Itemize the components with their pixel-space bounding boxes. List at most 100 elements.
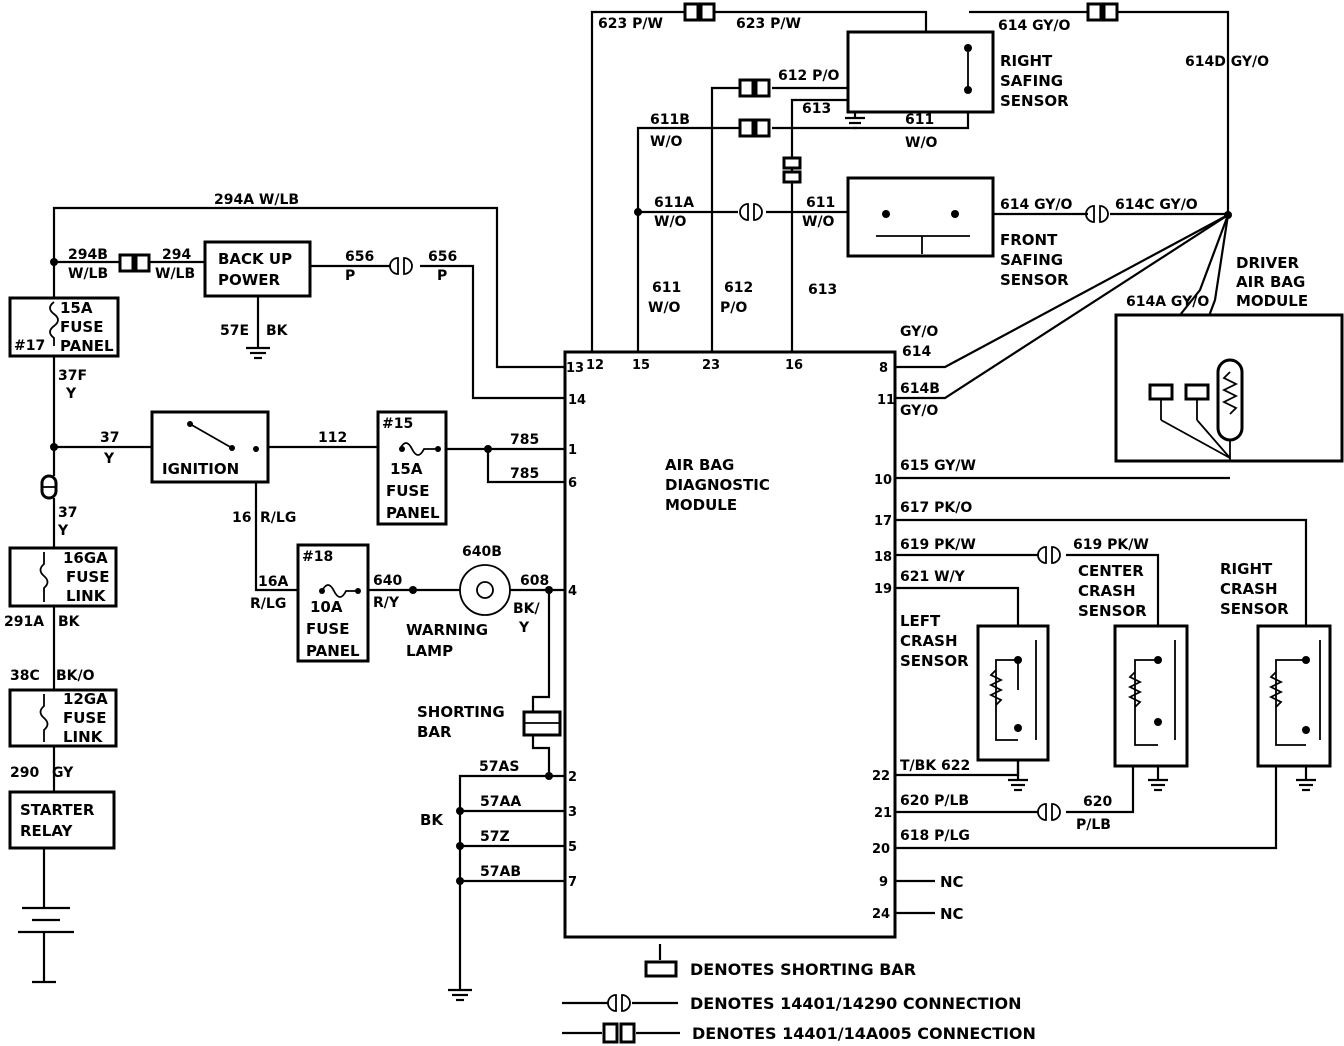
left-crash-sensor: LEFT CRASH SENSOR: [900, 612, 1050, 762]
wire-290-color: GY: [52, 765, 74, 781]
wire-16: 16: [232, 510, 251, 526]
wire-656a: 656: [345, 249, 374, 265]
fuse18-label-3: PANEL: [306, 642, 360, 660]
wire-611-top-color: W/O: [905, 135, 938, 151]
pin-20: 20: [872, 842, 890, 857]
module-label-2: DIAGNOSTIC: [665, 476, 770, 494]
link16-label-2: FUSE: [66, 568, 109, 586]
right-crash-label-1: RIGHT: [1220, 560, 1273, 578]
wire-614-top: 614 GY/O: [998, 18, 1071, 34]
pin-4: 4: [568, 584, 577, 599]
fuse18-number: #18: [302, 549, 333, 565]
right-safing-label-3: SENSOR: [1000, 92, 1069, 110]
wire-294a: 294A W/LB: [214, 192, 299, 208]
wire-619b: 619 PK/W: [1073, 537, 1149, 553]
link12-label-1: 12GA: [63, 690, 108, 708]
wire-608-color-2: Y: [518, 620, 530, 636]
wire-656b-color: P: [437, 268, 447, 284]
pin-15: 15: [632, 358, 650, 373]
wire-619a: 619 PK/W: [900, 537, 976, 553]
center-crash-label-3: SENSOR: [1078, 602, 1147, 620]
driver-module-label-2: AIR BAG: [1236, 273, 1305, 291]
connectors-14a005: [118, 2, 1119, 273]
wire-622: T/BK 622: [900, 758, 970, 774]
wire-294b-color: W/LB: [68, 266, 108, 282]
right-crash-label-3: SENSOR: [1220, 600, 1289, 618]
front-safing-sensor: FRONT SAFING SENSOR: [846, 176, 1069, 289]
wire-611a-color: W/O: [654, 214, 687, 230]
pin-14: 14: [568, 393, 586, 408]
wire-611-mid-color: W/O: [802, 214, 835, 230]
wire-614b-color: GY/O: [900, 403, 938, 419]
module-label-3: MODULE: [665, 496, 737, 514]
link12-label-2: FUSE: [63, 709, 106, 727]
wire-38c: 38C: [10, 668, 40, 684]
airbag-diagnostic-module: AIR BAG DIAGNOSTIC MODULE: [563, 350, 897, 939]
legend-shorting-bar-icon: [644, 944, 678, 978]
wire-614b: 614B: [900, 381, 940, 397]
pin-2: 2: [568, 770, 577, 785]
front-safing-label-2: SAFING: [1000, 251, 1063, 269]
driver-airbag-module: DRIVER AIR BAG MODULE: [1114, 254, 1344, 463]
wire-57ab: 57AB: [480, 864, 521, 880]
nc-label-24: NC: [940, 905, 964, 923]
center-crash-label-2: CRASH: [1078, 582, 1136, 600]
link16-label-3: LINK: [66, 587, 107, 605]
wire-291a: 291A: [4, 614, 44, 630]
wire-57z: 57Z: [480, 829, 510, 845]
wire-608-color: BK/: [513, 601, 541, 617]
wire-623a: 623 P/W: [598, 16, 663, 32]
fuse17-label-3: PANEL: [60, 337, 114, 355]
center-crash-sensor: CENTER CRASH SENSOR: [1078, 562, 1189, 768]
shorting-bar-label-1: SHORTING: [417, 703, 505, 721]
legend-14a005-icon: [562, 1022, 680, 1044]
fuse15-label-2: FUSE: [386, 482, 429, 500]
wire-640: 640: [373, 573, 402, 589]
wire-656b: 656: [428, 249, 457, 265]
ignition-switch: IGNITION: [150, 410, 270, 484]
driver-module-label-1: DRIVER: [1236, 254, 1299, 272]
front-safing-label-1: FRONT: [1000, 231, 1058, 249]
pin-5: 5: [568, 840, 577, 855]
driver-module-label-3: MODULE: [1236, 292, 1308, 310]
wire-labels: 294A W/LB 294B W/LB 294 W/LB 656 P 656 P…: [4, 16, 1269, 923]
starter-relay: STARTER RELAY: [8, 790, 116, 850]
module-pins-top: 12 15 23 16: [586, 358, 803, 373]
fuse-panel-18: #18 10A FUSE PANEL: [296, 543, 370, 663]
wire-57e-color: BK: [266, 323, 289, 339]
wire-290: 290: [10, 765, 39, 781]
module-label-1: AIR BAG: [665, 456, 734, 474]
wire-37-color: Y: [103, 451, 115, 467]
pin-16: 16: [785, 358, 803, 373]
wire-612a: 612 P/O: [778, 68, 839, 84]
legend-14290-icon: [562, 994, 678, 1012]
right-safing-label-2: SAFING: [1000, 72, 1063, 90]
wire-620b-color: P/LB: [1076, 817, 1111, 833]
wire-37: 37: [100, 430, 119, 446]
right-safing-sensor: RIGHT SAFING SENSOR: [846, 30, 1069, 114]
junction-dots: [50, 208, 1232, 885]
wire-611-v: 611: [652, 280, 681, 296]
legend-14290: DENOTES 14401/14290 CONNECTION: [690, 994, 1022, 1013]
warning-lamp-label-1: WARNING: [406, 621, 488, 639]
wire-291a-color: BK: [58, 614, 81, 630]
wire-614a: 614A GY/O: [1126, 294, 1209, 310]
wire-294b: 294B: [68, 247, 108, 263]
right-crash-label-2: CRASH: [1220, 580, 1278, 598]
ground-bk-label: BK: [420, 811, 444, 829]
warning-lamp-label-2: LAMP: [406, 642, 453, 660]
pin-9: 9: [879, 875, 888, 890]
pin-12: 12: [586, 358, 604, 373]
wiring: [42, 10, 1308, 990]
ground-symbols: [246, 116, 1316, 1002]
wire-16a: 16A: [258, 574, 288, 590]
left-crash-label-2: CRASH: [900, 632, 958, 650]
pin-24: 24: [872, 907, 890, 922]
wire-37b-color: Y: [57, 523, 69, 539]
fuse-link-12ga: 12GA FUSE LINK: [8, 688, 118, 748]
pin-10: 10: [874, 473, 892, 488]
wire-618: 618 P/LG: [900, 828, 970, 844]
fuse17-label-2: FUSE: [60, 318, 103, 336]
right-safing-label-1: RIGHT: [1000, 52, 1053, 70]
